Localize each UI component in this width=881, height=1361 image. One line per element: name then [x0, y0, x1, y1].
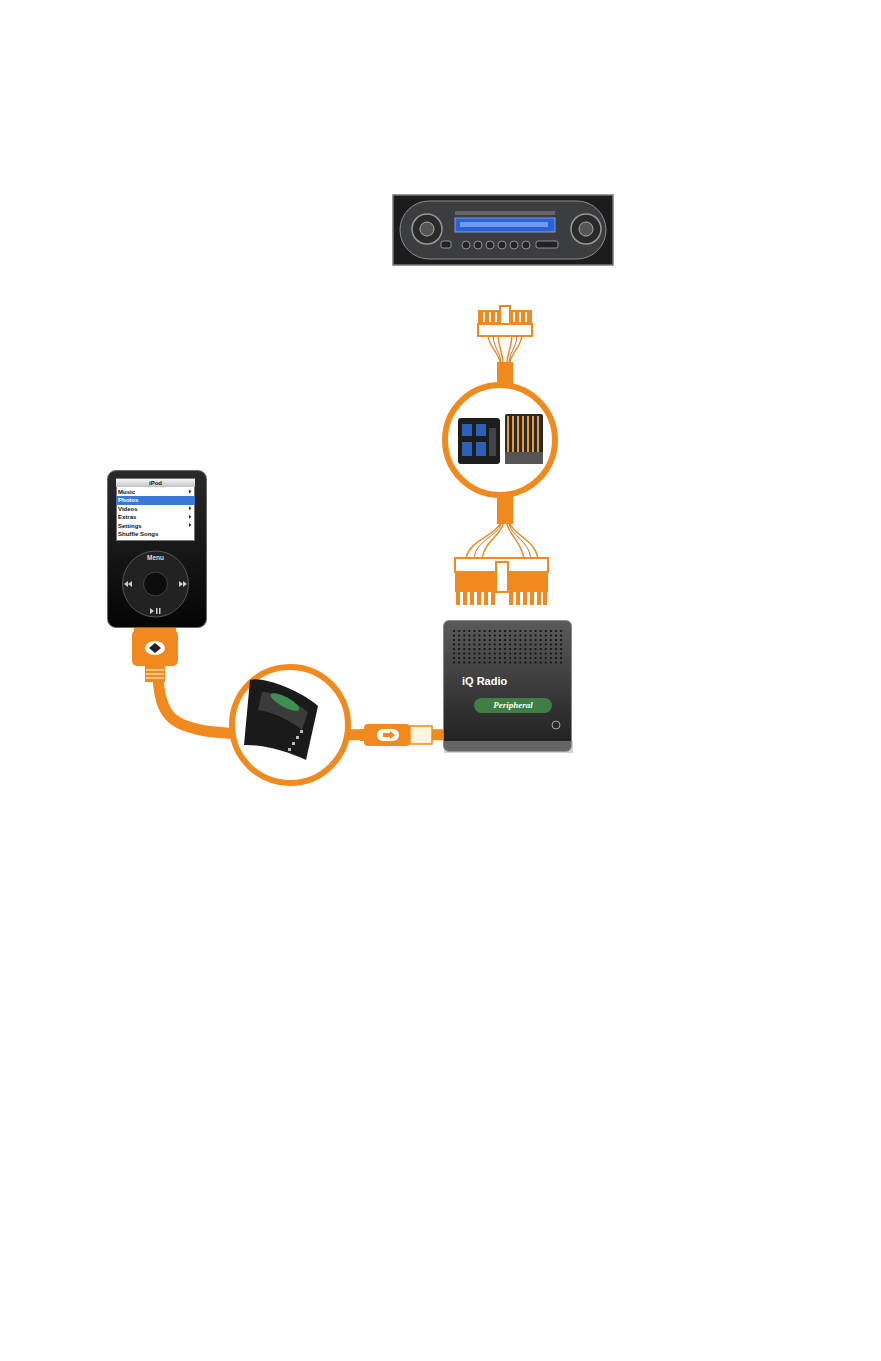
brand-badge: Peripheral	[474, 698, 552, 713]
brand-label: iQ Radio	[460, 675, 507, 688]
screen-title: iPod	[116, 479, 195, 487]
dock-plug	[132, 626, 178, 682]
menu-item: Music	[116, 488, 195, 496]
car-radio	[393, 195, 613, 265]
interface-module: iQ RadioPeripheral	[443, 620, 572, 752]
menu-item: Extras	[116, 513, 195, 521]
interface-plug	[360, 724, 432, 746]
wheel-label: Menu	[108, 553, 203, 562]
menu-item: Shuffle Songs	[116, 530, 195, 538]
ipod-device: iPodMusicPhotosVideosExtrasSettingsShuff…	[107, 470, 207, 628]
menu-item: Settings	[116, 522, 195, 530]
radio-harness	[445, 306, 555, 605]
menu-item: Photos	[116, 496, 195, 504]
menu-item: Videos	[116, 505, 195, 513]
cable-detail	[232, 667, 348, 790]
